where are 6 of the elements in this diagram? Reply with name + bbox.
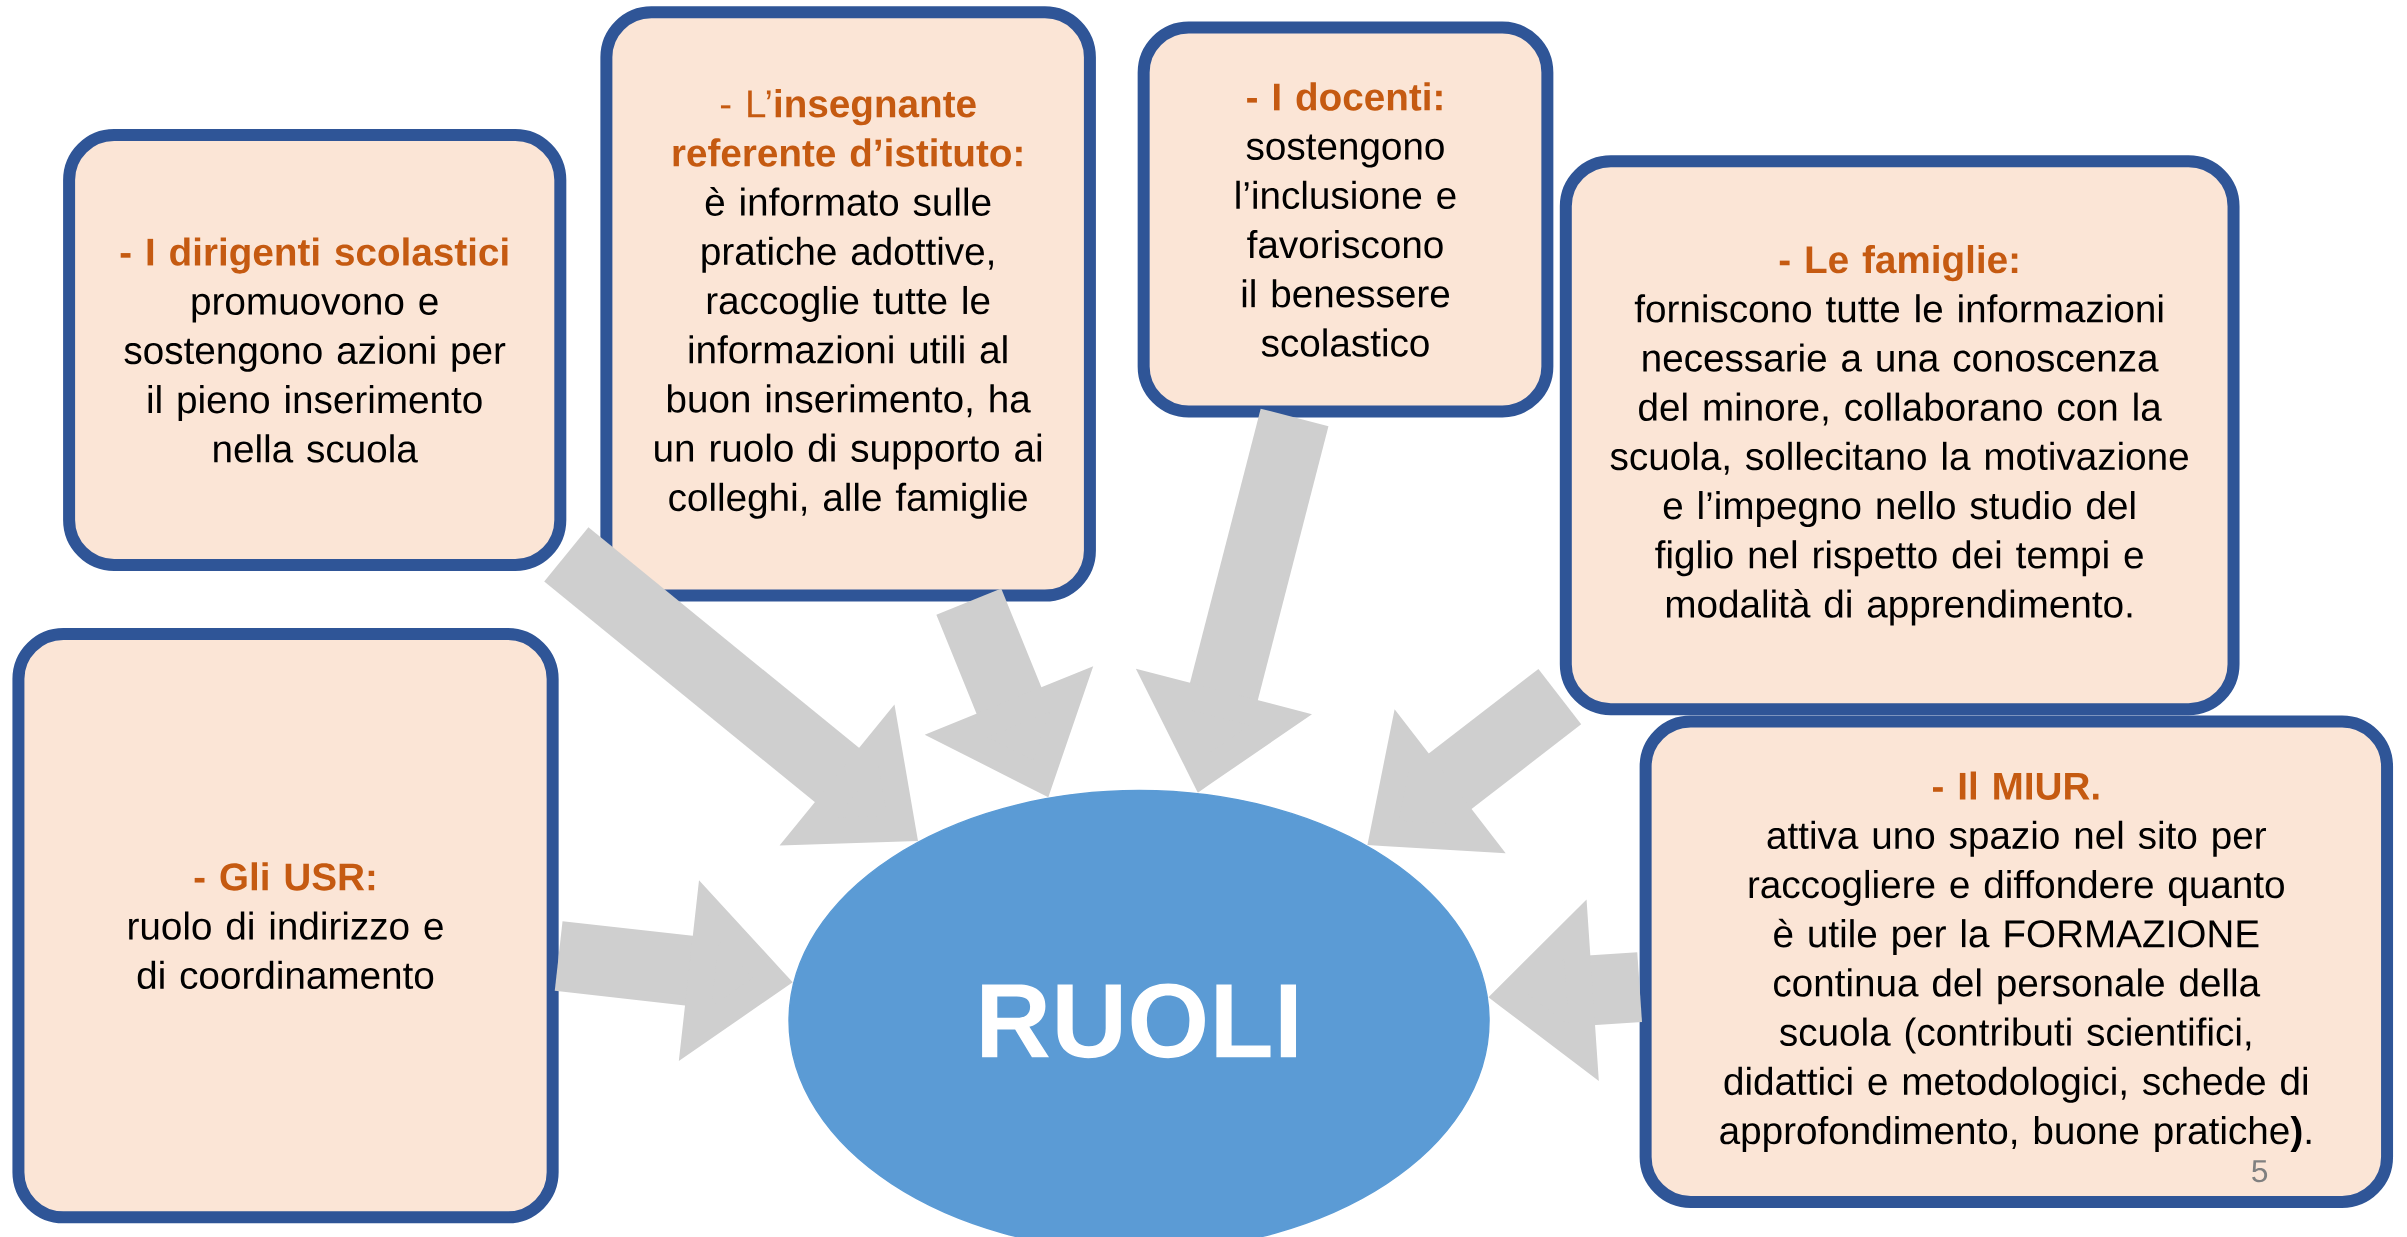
text-box: - L’insegnante referente d’istituto: è informato sulle pratiche adottive, raccoglie tutte le informazioni utili al buon inserimento, ha un ruolo di supporto ai colleghi, alle famiglie (600, 6, 1096, 602)
text-box: - Gli USR: ruolo di indirizzo e di coordinamento (12, 627, 559, 1224)
text-box: - Le famiglie: forniscono tutte le informazioni necessarie a una conoscenza del minore, collaborano con la scuola, sollecitano la motivazione e l’impegno nello studio del figlio nel rispetto dei tempi e modalità di apprendimento. (1559, 155, 2240, 716)
text-box: - I dirigenti scolastici promuovono e sostengono azioni per il pieno inserimento nella scuola (63, 128, 567, 571)
text-box: - I docenti: sostengono l’inclusione e favoriscono il benessere scolastico (1137, 21, 1554, 418)
page-number: 5 (2252, 1160, 2268, 1183)
